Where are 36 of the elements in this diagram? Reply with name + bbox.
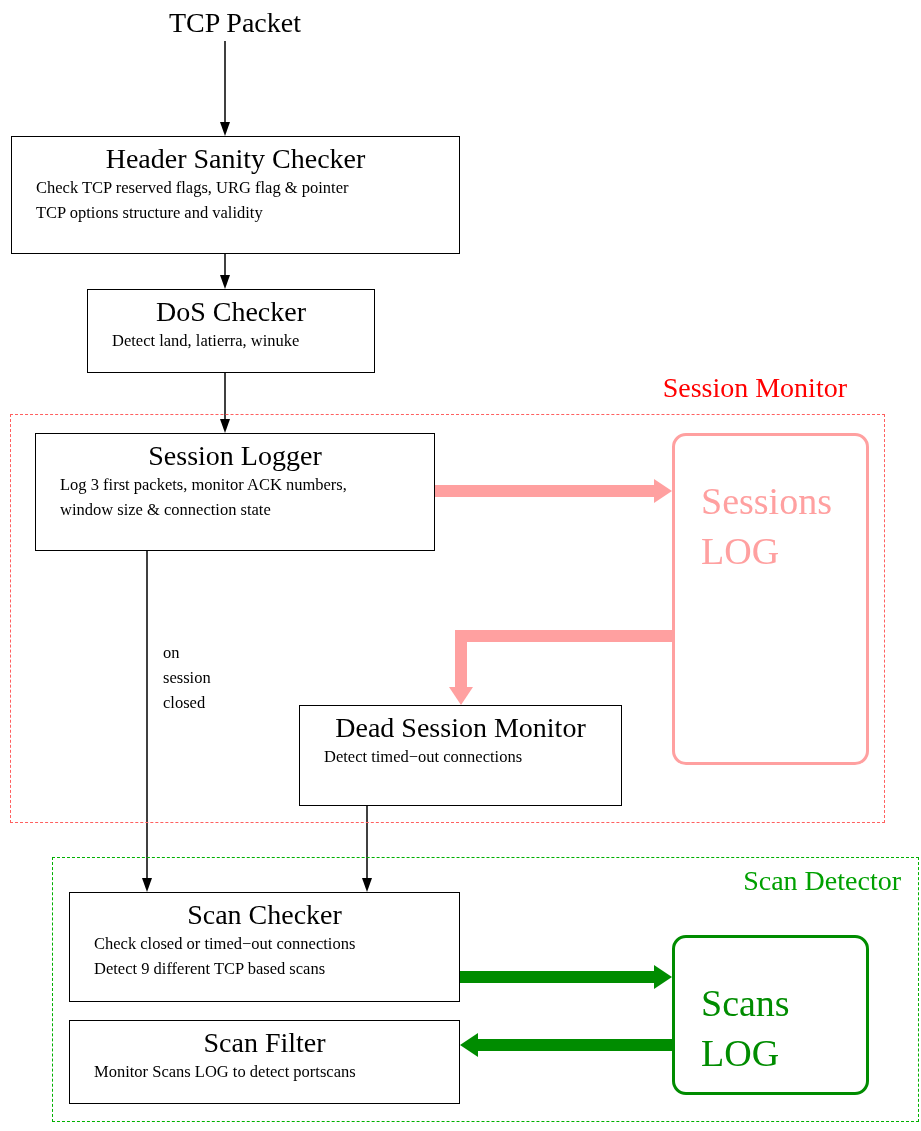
log-store bbox=[672, 935, 869, 1095]
box-title: Header Sanity Checker bbox=[104, 143, 367, 175]
arrow bbox=[220, 372, 230, 433]
process-box bbox=[299, 705, 622, 806]
arrow bbox=[142, 550, 152, 892]
log-label: Scans LOG bbox=[700, 981, 791, 1076]
process-box bbox=[11, 136, 460, 254]
box-title: Dead Session Monitor bbox=[334, 712, 587, 744]
box-description: Check closed or timed−out connections bbox=[93, 933, 357, 955]
box-title: Scan Checker bbox=[186, 899, 343, 931]
box-description: Detect land, latierra, winuke bbox=[111, 330, 301, 352]
box-description: Check TCP reserved flags, URG flag & pointer bbox=[35, 177, 350, 199]
box-description: TCP options structure and validity bbox=[35, 202, 264, 224]
arrow bbox=[449, 630, 672, 705]
arrow bbox=[460, 1033, 672, 1057]
box-description: Monitor Scans LOG to detect portscans bbox=[93, 1061, 357, 1083]
arrow bbox=[220, 253, 230, 289]
box-description: Detect 9 different TCP based scans bbox=[93, 958, 327, 980]
process-box bbox=[69, 892, 460, 1002]
process-box bbox=[87, 289, 375, 373]
log-store bbox=[672, 433, 869, 765]
log-label: Sessions LOG bbox=[700, 479, 833, 574]
box-description: Detect timed−out connections bbox=[323, 746, 524, 768]
box-description: Log 3 first packets, monitor ACK numbers, window size & connection state bbox=[59, 474, 348, 521]
arrow bbox=[362, 805, 372, 892]
box-title: DoS Checker bbox=[154, 296, 308, 328]
process-box bbox=[69, 1020, 460, 1104]
arrow bbox=[220, 40, 230, 136]
input-label: TCP Packet bbox=[150, 5, 320, 41]
group-title: Scan Detector bbox=[743, 865, 901, 897]
arrow bbox=[435, 479, 672, 503]
group-title: Session Monitor bbox=[662, 372, 847, 404]
box-title: Scan Filter bbox=[202, 1027, 327, 1059]
box-title: Session Logger bbox=[147, 440, 323, 472]
arrow bbox=[460, 965, 672, 989]
process-box bbox=[35, 433, 435, 551]
